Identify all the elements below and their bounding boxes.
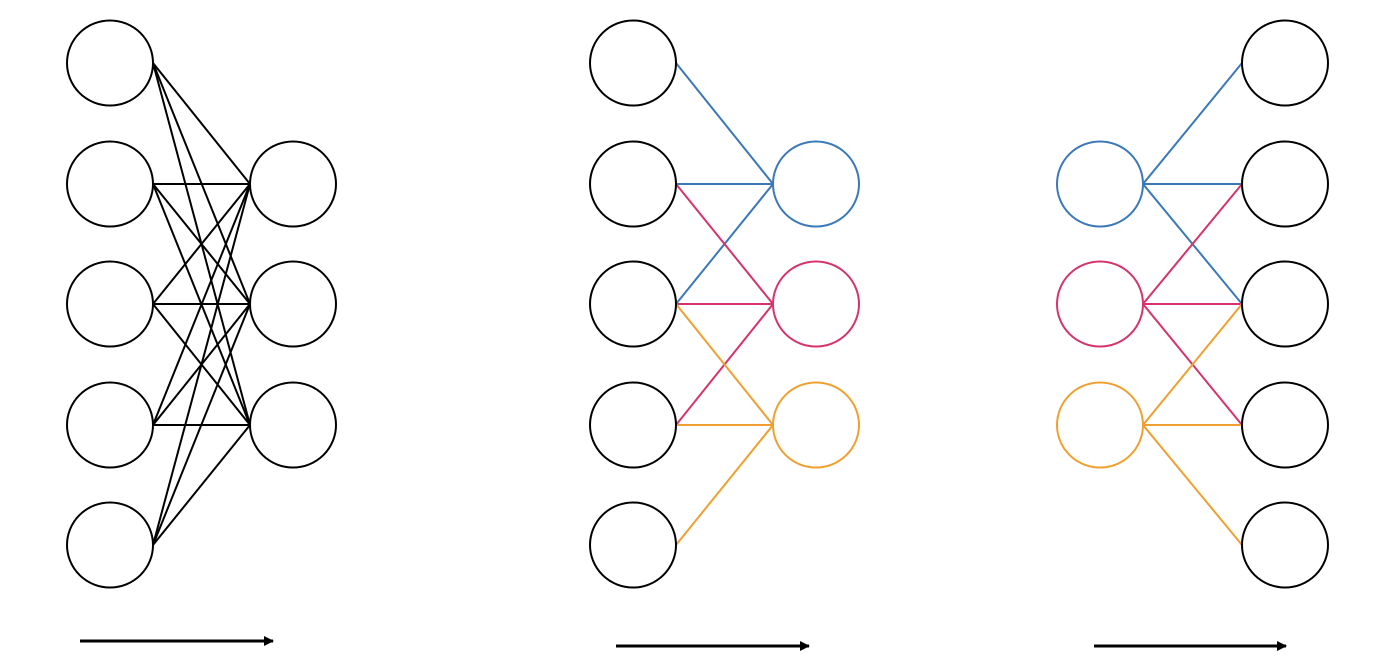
connection-line — [675, 424, 774, 546]
output-node — [1241, 501, 1329, 589]
input-node — [589, 381, 677, 469]
input-node — [1056, 140, 1144, 228]
connection-line — [152, 424, 251, 546]
output-node — [1241, 260, 1329, 348]
panel-convolution — [589, 19, 860, 651]
connection-line — [675, 62, 774, 185]
connection-line — [152, 183, 251, 305]
panel-transposed-convolution — [1056, 19, 1329, 651]
edges — [675, 62, 774, 546]
output-node — [772, 140, 860, 228]
connection-line — [675, 183, 774, 305]
connection-line — [675, 303, 774, 426]
output-node — [1241, 140, 1329, 228]
input-node — [66, 19, 154, 107]
output-node — [249, 381, 337, 469]
connection-line — [1142, 62, 1243, 185]
edges — [1142, 62, 1243, 546]
input-node — [1056, 260, 1144, 348]
output-node — [249, 140, 337, 228]
connection-line — [1142, 183, 1243, 305]
output-node — [1241, 381, 1329, 469]
input-node — [1056, 381, 1144, 469]
output-node — [772, 381, 860, 469]
connection-line — [152, 183, 251, 426]
connection-line — [1142, 424, 1243, 546]
connection-line — [152, 62, 251, 185]
connection-line — [152, 303, 251, 546]
input-node — [589, 501, 677, 589]
input-node — [66, 260, 154, 348]
input-node — [66, 381, 154, 469]
output-node — [1241, 19, 1329, 107]
input-node — [589, 19, 677, 107]
input-node — [589, 260, 677, 348]
input-node — [66, 140, 154, 228]
connection-line — [152, 183, 251, 546]
output-node — [249, 260, 337, 348]
edges — [152, 62, 251, 546]
output-node — [772, 260, 860, 348]
input-node — [66, 501, 154, 589]
connection-line — [1142, 303, 1243, 426]
panel-fully-connected — [66, 19, 337, 646]
input-node — [589, 140, 677, 228]
